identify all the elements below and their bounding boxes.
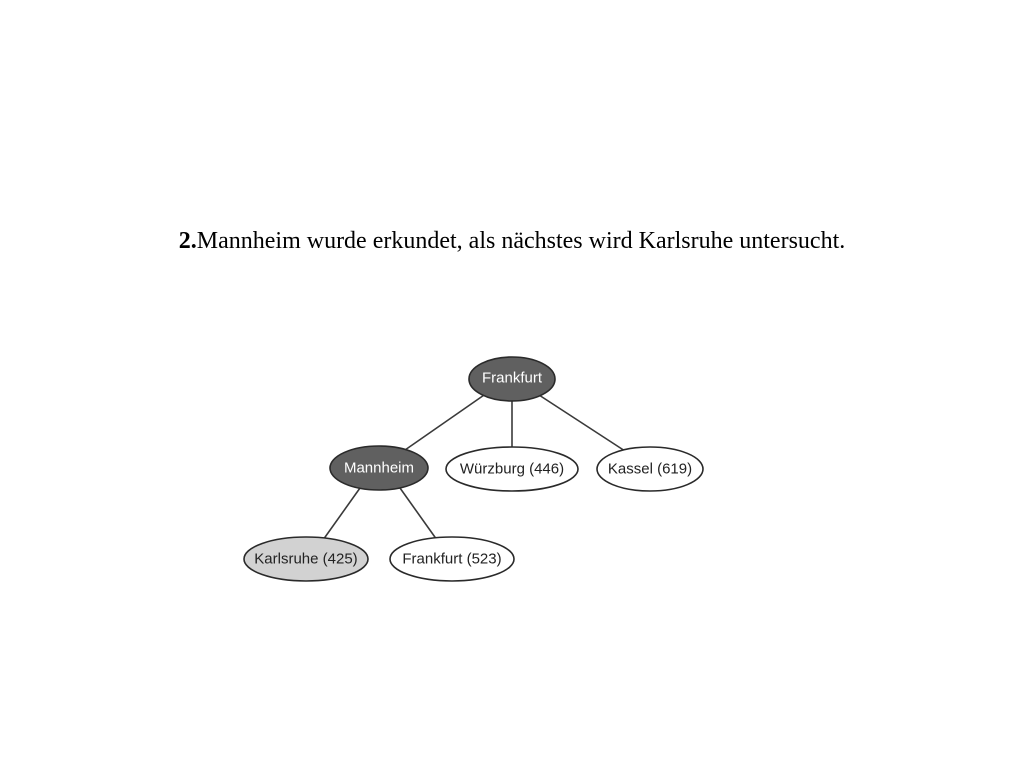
- node-frankfurt-leaf-label: Frankfurt (523): [402, 551, 501, 568]
- node-kassel-label: Kassel (619): [608, 461, 692, 478]
- node-wuerzburg: Würzburg (446): [445, 446, 579, 492]
- slide-caption: 2.Mannheim wurde erkundet, als nächstes …: [0, 228, 1024, 255]
- node-mannheim: Mannheim: [329, 445, 429, 491]
- tree-nodes: Frankfurt Mannheim Würzburg (446) Kassel…: [243, 356, 704, 582]
- node-frankfurt-leaf-shape: [389, 536, 515, 582]
- node-karlsruhe-shape: [243, 536, 369, 582]
- node-frankfurt-root-shape: [468, 356, 556, 402]
- edge-mannheim-karlsruhe: [322, 487, 361, 541]
- step-number: 2.: [178, 228, 197, 254]
- node-frankfurt-leaf: Frankfurt (523): [389, 536, 515, 582]
- node-frankfurt-root-label: Frankfurt: [482, 370, 543, 387]
- edge-frankfurt-kassel: [538, 394, 626, 452]
- node-karlsruhe-label: Karlsruhe (425): [254, 551, 357, 568]
- caption-text: Mannheim wurde erkundet, als nächstes wi…: [196, 228, 846, 254]
- node-mannheim-shape: [329, 445, 429, 491]
- node-wuerzburg-label: Würzburg (446): [460, 461, 564, 478]
- node-kassel-shape: [596, 446, 704, 492]
- edge-frankfurt-mannheim: [404, 392, 488, 451]
- node-wuerzburg-shape: [445, 446, 579, 492]
- node-karlsruhe: Karlsruhe (425): [243, 536, 369, 582]
- tree-edges: [322, 392, 626, 541]
- node-mannheim-label: Mannheim: [344, 460, 414, 477]
- node-frankfurt-root: Frankfurt: [468, 356, 556, 402]
- edge-mannheim-frankfurt-leaf: [399, 487, 438, 541]
- node-kassel: Kassel (619): [596, 446, 704, 492]
